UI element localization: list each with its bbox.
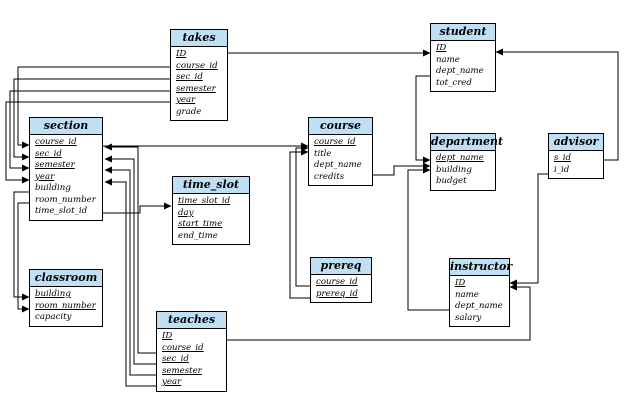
attribute: tot_cred (436, 77, 472, 88)
attribute: name (436, 54, 460, 65)
fk-takes-semester-to-section (9, 90, 170, 172)
fk-instructor-to-department (407, 166, 449, 311)
key-attribute: ID (436, 43, 447, 53)
attribute: salary (455, 312, 482, 323)
attribute: capacity (35, 312, 72, 322)
fk-teaches-year-to-section (104, 178, 156, 387)
key-attribute: ID (176, 49, 187, 59)
attribute: dept_name (314, 160, 362, 170)
attribute: end_time (178, 230, 218, 241)
fk-course-to-department (373, 162, 431, 176)
attribute: dept_name (436, 66, 484, 76)
key-attribute: year (176, 95, 196, 105)
key-attribute: sec_id (176, 72, 203, 82)
key-attribute: year (35, 171, 55, 182)
table-title: department (431, 134, 503, 151)
key-attribute: dept_name (436, 153, 484, 163)
attribute: room_number (35, 194, 96, 205)
fk-section-building-to-classroom (13, 191, 30, 301)
fk-student-to-department (415, 75, 431, 164)
attribute: building (35, 183, 71, 193)
fk-section-to-timeslot (103, 202, 172, 214)
table-title: course (309, 118, 372, 135)
fk-prereq-prereqid-to-course (289, 148, 310, 299)
attribute: title (314, 148, 332, 159)
key-attribute: building (35, 289, 71, 299)
key-attribute: prereq_id (316, 288, 358, 299)
key-attribute: semester (176, 83, 216, 94)
key-attribute: course_id (316, 277, 358, 287)
table-title: prereq (311, 258, 371, 275)
fk-takes-year-to-section (5, 101, 170, 184)
fk-prereq-courseid-to-course (295, 144, 310, 287)
key-attribute: day (178, 207, 194, 218)
attribute: i_id (554, 164, 570, 175)
table-title: section (30, 118, 102, 135)
attribute: building (436, 164, 472, 175)
fk-takes-courseid-to-section (17, 66, 170, 149)
table-title: classroom (30, 270, 102, 287)
table-title: instructor (450, 259, 512, 276)
key-attribute: time_slot_id (178, 196, 231, 206)
key-attribute: sec_id (162, 354, 189, 364)
attribute: dept_name (455, 301, 503, 311)
fk-advisor-sid-to-student (495, 48, 619, 161)
attribute: grade (176, 106, 202, 117)
key-attribute: ID (455, 278, 466, 288)
key-attribute: course_id (162, 342, 204, 353)
key-attribute: semester (162, 365, 202, 376)
table-title: advisor (549, 134, 603, 151)
key-attribute: room_number (35, 300, 96, 311)
key-attribute: course_id (314, 137, 356, 147)
table-title: student (431, 24, 495, 41)
table-title: time_slot (173, 177, 249, 194)
key-attribute: semester (35, 160, 75, 170)
attribute: budget (436, 176, 467, 186)
key-attribute: s_id (554, 153, 571, 163)
key-attribute: ID (162, 331, 173, 341)
key-attribute: sec_id (35, 148, 62, 159)
fk-teaches-id-to-instructor (227, 283, 531, 341)
fk-teaches-secid-to-section (104, 155, 156, 365)
attribute: credits (314, 171, 345, 182)
fk-advisor-iid-to-instructor (509, 173, 548, 287)
fk-takes-secid-to-section (13, 78, 170, 161)
key-attribute: course_id (35, 137, 77, 147)
key-attribute: year (162, 377, 182, 387)
table-title: takes (171, 30, 227, 47)
fk-teaches-courseid-to-section (104, 143, 156, 354)
fk-section-room-to-classroom (17, 202, 30, 313)
attribute: time_slot_id (35, 206, 88, 216)
fk-teaches-semester-to-section (104, 166, 156, 376)
attribute: name (455, 289, 479, 300)
key-attribute: course_id (176, 60, 218, 71)
key-attribute: start_time (178, 219, 223, 229)
table-title: teaches (157, 312, 226, 329)
